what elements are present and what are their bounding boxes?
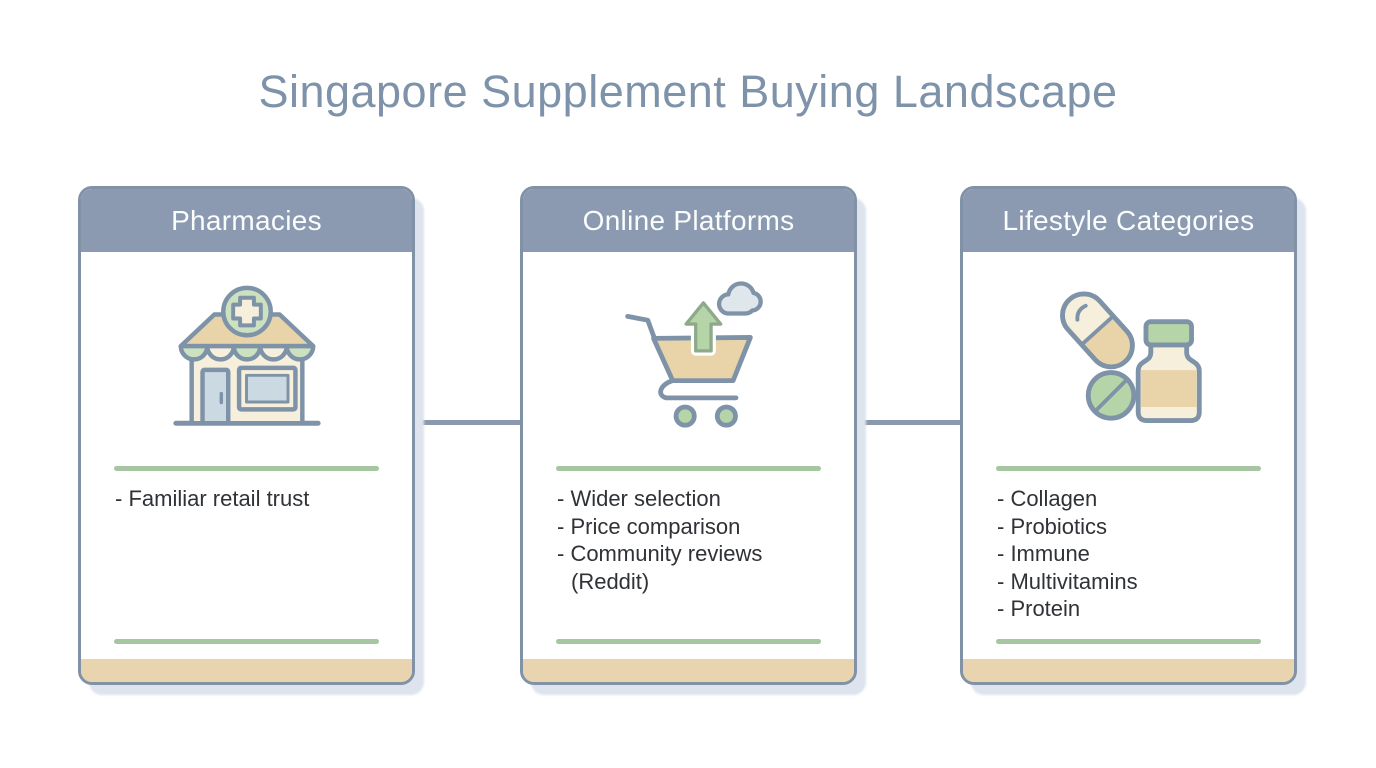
divider-top xyxy=(114,466,379,471)
card-lifestyle-categories: Lifestyle Categories - Colla xyxy=(960,186,1297,685)
divider-bottom xyxy=(996,639,1261,644)
list-item: - Collagen xyxy=(997,486,1098,511)
page-title: Singapore Supplement Buying Landscape xyxy=(0,66,1376,118)
card-footer-accent xyxy=(963,659,1294,682)
card-lifestyle-categories-title: Lifestyle Categories xyxy=(1002,204,1255,236)
list-item: - Multivitamins xyxy=(997,568,1138,594)
list-item: - Protein xyxy=(997,596,1081,621)
card-pharmacies: Pharmacies - Familiar retail xyxy=(78,186,415,685)
pharmacy-storefront-icon xyxy=(81,269,412,449)
shopping-cart-upload-icon xyxy=(523,269,854,449)
divider-bottom xyxy=(114,639,379,644)
list-item: - Community reviews (Reddit) xyxy=(557,541,763,594)
card-lifestyle-categories-list: - Collagen - Probiotics - Immune - Multi… xyxy=(997,485,1270,623)
list-item: - Price comparison xyxy=(557,513,741,539)
card-footer-accent xyxy=(523,659,854,682)
list-item: - Familiar retail trust xyxy=(115,486,310,511)
divider-top xyxy=(996,466,1261,471)
card-online-platforms-list: - Wider selection - Price comparison - C… xyxy=(557,485,830,595)
card-pharmacies-list: - Familiar retail trust xyxy=(115,485,388,513)
card-pharmacies-title: Pharmacies xyxy=(171,204,322,236)
list-item: - Probiotics xyxy=(997,513,1108,539)
card-online-platforms-header: Online Platforms xyxy=(523,189,854,252)
pharmacy-storefront-icon-svg xyxy=(172,285,321,426)
card-footer-accent xyxy=(81,659,412,682)
list-item: - Wider selection xyxy=(557,486,721,511)
card-lifestyle-categories-header: Lifestyle Categories xyxy=(963,189,1294,252)
shopping-cart-upload-icon-svg xyxy=(624,280,763,428)
card-online-platforms: Online Platforms - Wider selection - Pri… xyxy=(520,186,857,685)
connector-line-right xyxy=(845,420,971,425)
page-title-text: Singapore Supplement Buying Landscape xyxy=(258,66,1118,117)
divider-top xyxy=(556,466,821,471)
list-item: - Immune xyxy=(997,541,1090,566)
supplements-pills-bottle-icon xyxy=(963,269,1294,449)
card-online-platforms-title: Online Platforms xyxy=(582,204,795,236)
connector-line-left xyxy=(404,420,532,425)
divider-bottom xyxy=(556,639,821,644)
card-pharmacies-header: Pharmacies xyxy=(81,189,412,252)
supplements-pills-bottle-icon-svg xyxy=(1060,291,1202,424)
